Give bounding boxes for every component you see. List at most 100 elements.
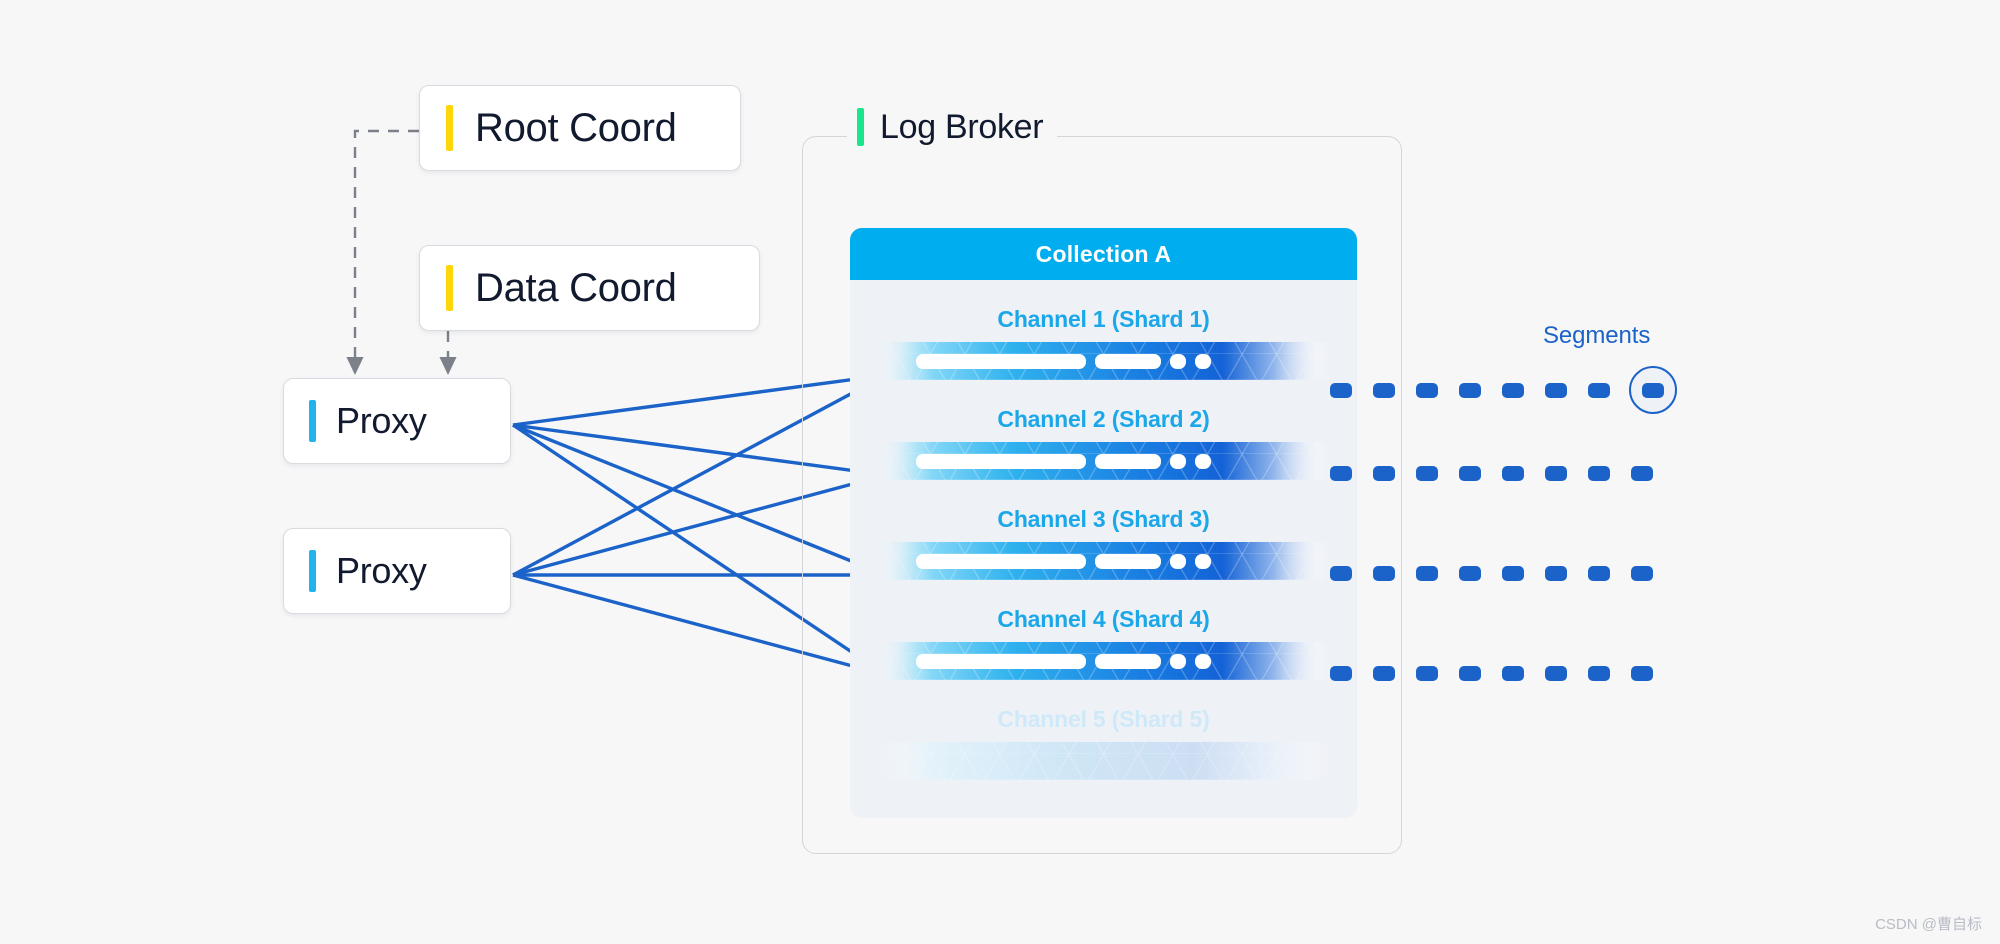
bar-block	[1170, 453, 1186, 469]
bar-blocks	[916, 653, 1211, 669]
bar-block	[1195, 353, 1211, 369]
log-broker-accent-bar	[857, 108, 864, 146]
segment-block	[1588, 466, 1610, 481]
segment-block	[1416, 466, 1438, 481]
segment-block	[1588, 666, 1610, 681]
node-proxy-1[interactable]: Proxy	[283, 378, 511, 464]
segment-block	[1373, 566, 1395, 581]
bar-block	[1095, 453, 1161, 469]
channel-title: Channel 4 (Shard 4)	[997, 606, 1210, 632]
node-data-coord[interactable]: Data Coord	[419, 245, 760, 331]
channel-bar	[875, 442, 1332, 480]
bar-block	[1170, 353, 1186, 369]
segments-row	[1330, 566, 1653, 581]
watermark: CSDN @曹自标	[1875, 916, 1982, 933]
channel-bar	[875, 642, 1332, 680]
channel-row: Channel 1 (Shard 1)	[850, 306, 1357, 380]
channel-row: Channel 5 (Shard 5)	[850, 706, 1357, 780]
proxy-2-accent-bar	[309, 550, 316, 592]
bar-fade-right	[1274, 342, 1332, 380]
channel-title: Channel 1 (Shard 1)	[997, 306, 1210, 332]
segment-block	[1545, 382, 1567, 398]
segment-block	[1416, 566, 1438, 581]
node-root-coord[interactable]: Root Coord	[419, 85, 741, 171]
bar-blocks	[916, 353, 1211, 369]
bar-block	[1195, 553, 1211, 569]
proxy-1-label: Proxy	[336, 400, 427, 441]
bar-fade-right	[1274, 442, 1332, 480]
segment-block	[1330, 566, 1352, 581]
segment-block	[1330, 466, 1352, 481]
segment-block	[1502, 566, 1524, 581]
bar-blocks	[916, 453, 1211, 469]
segment-highlight-circle	[1629, 366, 1677, 414]
data-coord-label: Data Coord	[475, 265, 677, 310]
bar-block	[1095, 553, 1161, 569]
segment-block	[1459, 566, 1481, 581]
segments-row	[1330, 466, 1653, 481]
root-coord-label: Root Coord	[475, 105, 677, 150]
bar-texture	[875, 742, 1332, 780]
segments-row	[1330, 666, 1653, 681]
segment-block	[1330, 666, 1352, 681]
bar-fade-right	[1274, 742, 1332, 780]
node-proxy-2[interactable]: Proxy	[283, 528, 511, 614]
bar-block	[1095, 653, 1161, 669]
bar-block	[1195, 653, 1211, 669]
segment-block	[1373, 466, 1395, 481]
channel-title: Channel 2 (Shard 2)	[997, 406, 1210, 432]
segment-block	[1416, 382, 1438, 398]
segment-block	[1588, 382, 1610, 398]
segment-block	[1416, 666, 1438, 681]
channel-row: Channel 2 (Shard 2)	[850, 406, 1357, 480]
log-broker-title: Log Broker	[880, 107, 1044, 146]
segment-block	[1373, 382, 1395, 398]
collection-panel: Collection A Channel 1 (Shard 1) Channel…	[850, 228, 1357, 818]
bar-block	[1195, 453, 1211, 469]
bar-block	[916, 553, 1086, 569]
bar-block	[916, 653, 1086, 669]
proxy-1-accent-bar	[309, 400, 316, 442]
bar-block	[916, 453, 1086, 469]
channel-title: Channel 5 (Shard 5)	[997, 706, 1210, 732]
bar-fade-left	[875, 742, 933, 780]
bar-block	[1170, 653, 1186, 669]
segment-block	[1588, 566, 1610, 581]
bar-block	[1095, 353, 1161, 369]
channel-bar	[875, 542, 1332, 580]
data-coord-accent-bar	[446, 265, 453, 311]
channel-row: Channel 3 (Shard 3)	[850, 506, 1357, 580]
collection-header: Collection A	[850, 228, 1357, 280]
log-broker-container	[802, 136, 1402, 854]
segment-block	[1330, 382, 1352, 398]
segment-block	[1631, 566, 1653, 581]
segment-block	[1373, 666, 1395, 681]
segment-block	[1631, 466, 1653, 481]
bar-block	[1170, 553, 1186, 569]
bar-block	[916, 353, 1086, 369]
channel-bar	[875, 742, 1332, 780]
segment-block	[1502, 466, 1524, 481]
channel-title: Channel 3 (Shard 3)	[997, 506, 1210, 532]
channel-row: Channel 4 (Shard 4)	[850, 606, 1357, 680]
segment-block	[1545, 666, 1567, 681]
segments-label: Segments	[1543, 322, 1651, 349]
segment-block	[1631, 666, 1653, 681]
proxy-2-label: Proxy	[336, 550, 427, 591]
segment-block	[1502, 666, 1524, 681]
segments-row	[1330, 366, 1677, 414]
segment-block	[1459, 382, 1481, 398]
segment-block	[1459, 466, 1481, 481]
root-coord-accent-bar	[446, 105, 453, 151]
segment-block	[1502, 382, 1524, 398]
segment-block	[1459, 666, 1481, 681]
connector-root-coord-to-proxy	[346, 129, 419, 376]
bar-fade-right	[1274, 542, 1332, 580]
bar-fade-right	[1274, 642, 1332, 680]
segment-block	[1642, 382, 1664, 398]
channel-bar	[875, 342, 1332, 380]
bar-blocks	[916, 553, 1211, 569]
log-broker-title-group: Log Broker	[847, 104, 1058, 150]
segment-block	[1545, 566, 1567, 581]
